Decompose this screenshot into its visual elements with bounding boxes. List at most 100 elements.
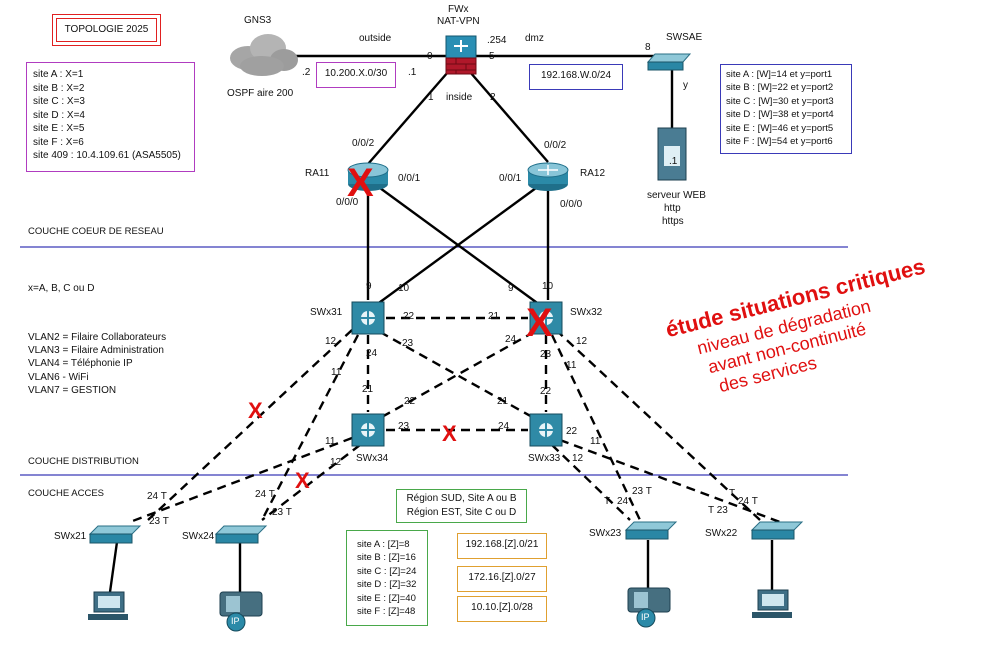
sites-w-line: site F : [W]=54 et y=port6	[726, 136, 833, 148]
port-label: T 23	[708, 505, 728, 516]
subnet-box-2: 172.16.[Z].0/27	[457, 566, 547, 592]
region-box: Région SUD, Site A ou B Région EST, Site…	[396, 489, 527, 523]
link-swx31-swx24	[260, 334, 360, 521]
sites-z-line: site A : [Z]=8	[357, 539, 410, 550]
region-line: Région EST, Site C ou D	[406, 507, 517, 518]
link-fw-ra11	[367, 71, 449, 165]
link-ra12-swx31	[375, 187, 537, 306]
sites-w-line: site A : [W]=14 et y=port1	[726, 69, 833, 80]
web-https-label: https	[662, 216, 684, 227]
vlan-line: VLAN4 = Téléphonie IP	[28, 358, 133, 370]
link-swx32-swx22	[555, 329, 761, 521]
sites-w-box: site A : [W]=14 et y=port1 site B : [W]=…	[720, 64, 852, 154]
port-label: 24	[366, 348, 378, 359]
port-label: 24	[505, 334, 517, 345]
ip-phone-left-icon	[219, 591, 263, 632]
outside-net-label: 10.200.X.0/30	[324, 68, 388, 79]
swx21-label: SWx21	[54, 531, 87, 542]
swsae-switch-icon	[646, 53, 692, 71]
swx24-label: SWx24	[182, 531, 215, 542]
port-label: .254	[487, 35, 507, 46]
fw-name-label: FWx	[448, 4, 469, 15]
swx23-label: SWx23	[589, 528, 622, 539]
vlan-line: VLAN2 = Filaire Collaborateurs	[28, 332, 167, 343]
link-fw-ra12	[469, 71, 549, 163]
fw-nat-label: NAT-VPN	[437, 16, 480, 27]
sites-z-box: site A : [Z]=8 site B : [Z]=16 site C : …	[346, 530, 428, 626]
link-swx34-swx21	[129, 436, 353, 524]
sites-x-line: site D : X=4	[33, 109, 85, 121]
swx34-switch-icon	[351, 413, 385, 447]
sites-x-line: site C : X=3	[33, 96, 85, 107]
port-label: 22	[403, 311, 415, 322]
gns3-label: GNS3	[244, 15, 272, 26]
port-label: 11	[566, 360, 577, 371]
swx22-label: SWx22	[705, 528, 738, 539]
port-label: 21	[497, 396, 509, 407]
sites-x-line: site B : X=2	[33, 82, 85, 94]
title-inner: TOPOLOGIE 2025	[56, 18, 157, 42]
subnet-label: 172.16.[Z].0/27	[468, 572, 536, 583]
sites-w-line: site D : [W]=38 et y=port4	[726, 109, 834, 121]
access-layer-label: COUCHE ACCES	[28, 488, 105, 499]
port-label: 0/0/0	[336, 197, 359, 208]
failure-mark-link-swx31-swx21: X	[248, 398, 263, 423]
sites-z-line: site B : [Z]=16	[357, 552, 416, 564]
swx33-switch-icon	[529, 413, 563, 447]
swx31-switch-icon	[351, 301, 385, 335]
sites-x-box: site A : X=1 site B : X=2 site C : X=3 s…	[26, 62, 195, 172]
port-label: 10	[542, 281, 554, 292]
vlan-line: VLAN6 - WiFi	[28, 371, 89, 383]
ip-phone-right-label: IP	[641, 612, 650, 622]
vlan-line: VLAN3 = Filaire Administration	[28, 345, 164, 357]
port-label: 8	[645, 42, 651, 53]
pc-left-icon	[88, 591, 128, 620]
sites-z-line: site F : [Z]=48	[357, 606, 416, 618]
swx32-label: SWx32	[570, 307, 603, 318]
port-label: 24	[498, 421, 510, 432]
port-label: 24 T	[255, 489, 275, 500]
gns3-cloud-icon	[230, 34, 298, 76]
inside-label: inside	[446, 92, 473, 103]
port-label: 23	[540, 349, 552, 360]
port-label: 12	[325, 336, 337, 347]
port-label: 0/0/2	[544, 140, 567, 151]
sites-x-line: site E : X=5	[33, 123, 85, 134]
port-label: 12	[572, 453, 584, 464]
solid-links	[108, 54, 774, 593]
port-label: y	[683, 80, 688, 91]
swx32-switch-icon	[529, 301, 563, 335]
swx34-label: SWx34	[356, 453, 389, 464]
link-swx33-swx22	[559, 438, 781, 524]
link-ra11-swx32	[379, 187, 541, 306]
port-label: 23 T	[272, 507, 292, 518]
title-box: TOPOLOGIE 2025	[52, 14, 161, 46]
ra12-router-icon	[527, 162, 569, 191]
ra11-router-icon	[347, 162, 389, 191]
failure-mark-link-swx34-swx24: X	[295, 468, 310, 493]
port-label: 10	[398, 283, 410, 294]
port-label: 23 T	[632, 486, 652, 497]
port-label: 21	[488, 311, 500, 322]
sites-z-line: site E : [Z]=40	[357, 592, 416, 604]
ra12-label: RA12	[580, 168, 606, 179]
port-label: 22	[404, 396, 416, 407]
distribution-layer-label: COUCHE DISTRIBUTION	[28, 456, 139, 467]
sites-w-line: site C : [W]=30 et y=port3	[726, 95, 834, 107]
port-label: T	[729, 488, 736, 499]
firewall-icon	[445, 35, 477, 75]
port-label: 0/0/2	[352, 138, 375, 149]
port-label: 24 T	[738, 496, 758, 507]
failure-mark-ra11: X	[347, 161, 374, 205]
ip-phone-right-icon	[627, 587, 671, 628]
dmz-net-label: 192.168.W.0/24	[540, 70, 612, 81]
swx21-switch-icon	[88, 525, 142, 544]
port-label: 0/0/1	[499, 173, 522, 184]
sites-x-line: site F : X=6	[33, 136, 84, 148]
swsae-label: SWSAE	[666, 32, 703, 43]
web-server-icon	[657, 127, 687, 181]
link-swx32-swx23	[550, 334, 642, 521]
port-label: 5	[489, 51, 495, 62]
dmz-label: dmz	[525, 33, 544, 44]
